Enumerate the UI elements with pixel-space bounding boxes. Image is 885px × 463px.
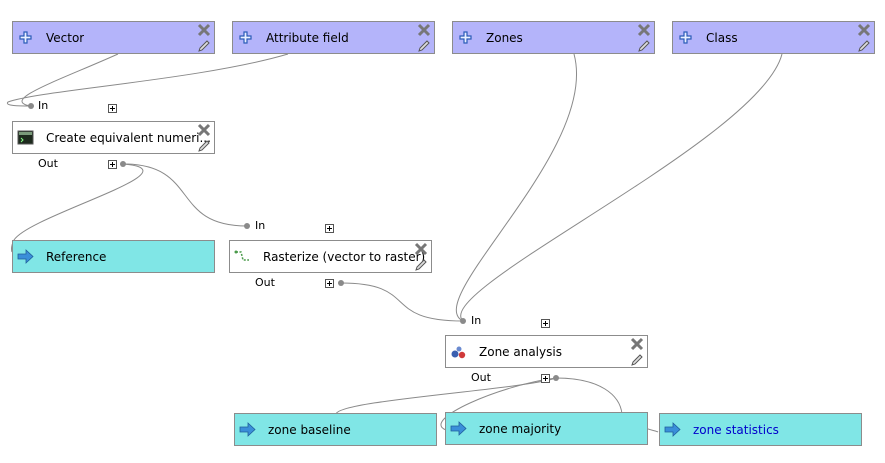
edit-pencil-icon[interactable] <box>857 39 871 53</box>
expand-outputs-toggle[interactable] <box>541 374 550 383</box>
rasterize-icon <box>234 250 249 261</box>
output-label-reference: Reference <box>46 250 107 264</box>
arrow-right-icon <box>17 249 34 264</box>
terminal-icon <box>17 130 34 145</box>
wire-class-to-zone <box>460 53 783 322</box>
wire-rasterize-to-zone <box>340 282 464 322</box>
input-node-attribute-field[interactable]: Attribute field <box>232 21 435 54</box>
input-label-zones: Zones <box>486 31 523 45</box>
in-port-dot[interactable] <box>28 103 34 109</box>
input-node-vector[interactable]: Vector <box>12 21 215 54</box>
plus-icon <box>19 31 32 44</box>
wire-create-to-rasterize <box>122 163 248 227</box>
in-port-dot[interactable] <box>460 318 466 324</box>
output-label-zone-statistics: zone statistics <box>693 423 779 437</box>
in-port-label: In <box>38 99 49 112</box>
input-label-vector: Vector <box>46 31 85 45</box>
expand-inputs-toggle[interactable] <box>108 104 117 113</box>
plus-icon <box>679 31 692 44</box>
expand-outputs-toggle[interactable] <box>325 279 334 288</box>
wire-zone-to-baseline <box>335 377 557 415</box>
edit-pencil-icon[interactable] <box>417 39 431 53</box>
output-node-reference[interactable]: Reference <box>12 240 215 273</box>
input-label-class: Class <box>706 31 738 45</box>
expand-inputs-toggle[interactable] <box>541 319 550 328</box>
algorithm-node-zone-analysis[interactable]: Zone analysis <box>445 335 648 368</box>
remove-icon[interactable] <box>630 337 644 351</box>
edit-pencil-icon[interactable] <box>637 39 651 53</box>
remove-icon[interactable] <box>197 23 211 37</box>
plus-icon <box>239 31 252 44</box>
algorithm-node-rasterize[interactable]: Rasterize (vector to raster) <box>229 240 432 273</box>
algorithm-label-zone-analysis: Zone analysis <box>479 345 562 359</box>
in-port-label: In <box>255 219 266 232</box>
remove-icon[interactable] <box>637 23 651 37</box>
out-port-dot[interactable] <box>120 161 126 167</box>
remove-icon[interactable] <box>857 23 871 37</box>
output-node-zone-statistics[interactable]: zone statistics <box>659 413 862 446</box>
arrow-right-icon <box>664 422 681 437</box>
plus-icon <box>459 31 472 44</box>
remove-icon[interactable] <box>414 242 428 256</box>
out-port-label: Out <box>255 276 275 289</box>
output-label-zone-baseline: zone baseline <box>268 423 351 437</box>
out-port-dot[interactable] <box>338 280 344 286</box>
remove-icon[interactable] <box>417 23 431 37</box>
out-port-label: Out <box>38 157 58 170</box>
wire-create-to-reference <box>11 163 144 253</box>
wire-attribute-to-create <box>6 53 289 107</box>
in-port-label: In <box>471 314 482 327</box>
edit-pencil-icon[interactable] <box>414 258 428 272</box>
edit-pencil-icon[interactable] <box>197 139 211 153</box>
algorithm-node-create-numeric[interactable]: Create equivalent numeri... <box>12 121 215 154</box>
arrow-right-icon <box>239 422 256 437</box>
output-label-zone-majority: zone majority <box>479 422 562 436</box>
remove-icon[interactable] <box>197 123 211 137</box>
in-port-dot[interactable] <box>244 223 250 229</box>
zone-analysis-icon <box>451 346 466 359</box>
out-port-dot[interactable] <box>553 375 559 381</box>
algorithm-label-create-numeric: Create equivalent numeri... <box>46 131 211 145</box>
edit-pencil-icon[interactable] <box>630 353 644 367</box>
edit-pencil-icon[interactable] <box>197 39 211 53</box>
out-port-label: Out <box>471 371 491 384</box>
output-node-zone-majority[interactable]: zone majority <box>445 412 648 445</box>
wire-vector-to-create <box>21 53 119 107</box>
input-node-zones[interactable]: Zones <box>452 21 655 54</box>
algorithm-label-rasterize: Rasterize (vector to raster) <box>263 250 426 264</box>
expand-outputs-toggle[interactable] <box>108 160 117 169</box>
wire-zones-to-zone <box>455 53 577 322</box>
arrow-right-icon <box>450 421 467 436</box>
output-node-zone-baseline[interactable]: zone baseline <box>234 413 437 446</box>
input-node-class[interactable]: Class <box>672 21 875 54</box>
expand-inputs-toggle[interactable] <box>325 224 334 233</box>
input-label-attribute-field: Attribute field <box>266 31 349 45</box>
